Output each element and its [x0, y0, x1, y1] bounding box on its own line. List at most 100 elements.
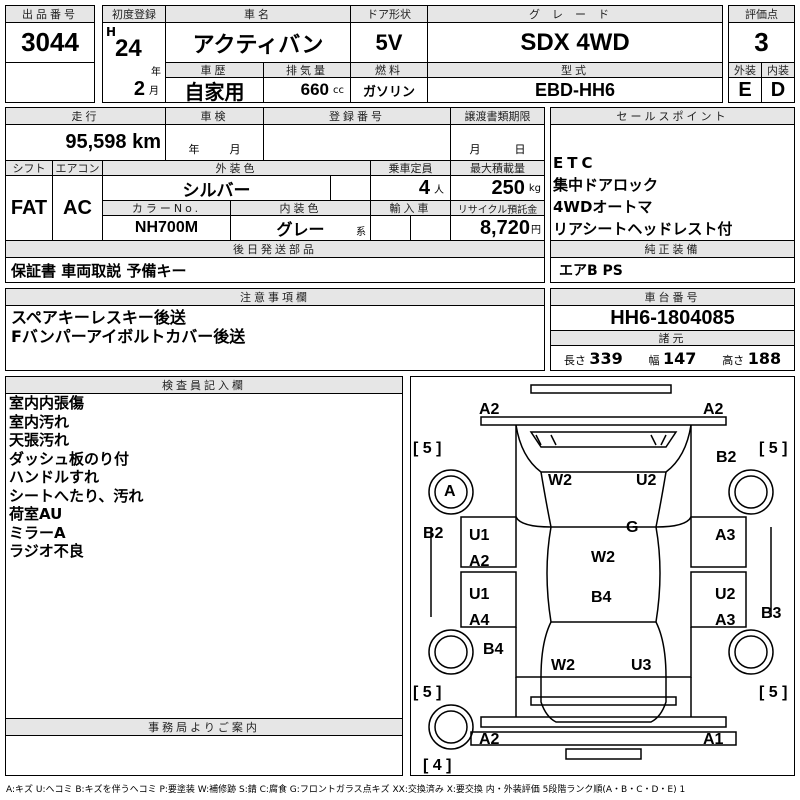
- month-unit: 月: [149, 86, 159, 97]
- inspector-item: 室内汚れ: [9, 412, 70, 431]
- ext-score: E: [728, 77, 762, 103]
- damage-mark: B2: [423, 525, 444, 542]
- recycle-value: 8,720: [479, 216, 530, 239]
- color-no-label: カラーNo.: [102, 200, 231, 216]
- capacity-value: 4: [418, 176, 430, 199]
- specs: 長さ 339 幅 147 高さ 188: [550, 345, 795, 371]
- damage-mark: U2: [715, 586, 736, 603]
- sales-points: ETC 集中ドアロック 4WDオートマ リアシートヘッドレスト付: [550, 124, 795, 241]
- import-cell-1: [370, 215, 411, 241]
- damage-mark: U2: [636, 472, 657, 489]
- fuel: ガソリン: [350, 77, 428, 103]
- width: 147: [663, 348, 697, 368]
- model: EBD-HH6: [427, 77, 723, 103]
- inspector-item: ミラーA: [9, 523, 66, 542]
- inspection: 年月: [165, 124, 264, 161]
- length: 339: [589, 348, 623, 368]
- tire-depth: [ 4 ]: [423, 757, 452, 774]
- notes: スペアキーレスキー後送 Fバンパーアイボルトカバー後送: [5, 305, 545, 371]
- damage-mark: W2: [591, 549, 615, 566]
- inspector-item: シートへたり、汚れ: [9, 486, 144, 505]
- color-no: NH700M: [102, 215, 231, 241]
- sales-point: リアシートヘッドレスト付: [553, 220, 733, 238]
- transfer-month: 月: [469, 143, 481, 156]
- damage-mark: A4: [469, 612, 490, 629]
- specs-label: 諸元: [550, 330, 795, 346]
- car-name-label: 車名: [165, 5, 351, 23]
- transfer-label: 譲渡書類期限: [450, 107, 545, 125]
- import-label: 輸入車: [370, 200, 451, 216]
- damage-mark: B2: [716, 449, 737, 466]
- reg-year: 24: [115, 35, 142, 62]
- shift: FAT: [5, 175, 53, 241]
- damage-mark: W2: [548, 472, 572, 489]
- inspector-notes: 室内内張傷 室内汚れ 天張汚れ ダッシュ板のり付 ハンドルすれ シートへたり、汚…: [5, 393, 403, 719]
- damage-mark: B4: [483, 641, 504, 658]
- inspector-item: 室内内張傷: [9, 394, 85, 412]
- year-unit: 年: [151, 67, 161, 78]
- damage-diagram: A2 A2 B2 A W2 U2 G B2 U1 A2 W2 A3 U1 A4 …: [410, 376, 795, 776]
- reg-month: 2: [133, 78, 145, 100]
- reg-no-label: 登録番号: [263, 107, 451, 125]
- legend: A:キズ U:ヘコミ B:キズを伴うヘコミ P:要塗装 W:補修跡 S:錆 C:…: [6, 785, 686, 795]
- inspection-label: 車検: [165, 107, 264, 125]
- shift-label: シフト: [5, 160, 53, 176]
- notes-label: 注意事項欄: [5, 288, 545, 306]
- max-load-value: 250: [491, 176, 525, 199]
- later-parts: 保証書 車両取説 予備キー: [5, 257, 545, 283]
- int-color-value: グレー: [276, 222, 325, 239]
- first-reg-year: H 24 年: [102, 22, 166, 78]
- ac: AC: [52, 175, 103, 241]
- height: 188: [747, 348, 782, 368]
- ext-color: シルバー: [102, 175, 331, 201]
- office-label: 事務局よりご案内: [5, 718, 403, 736]
- fuel-label: 燃料: [350, 62, 428, 78]
- chassis-number: HH6-1804085: [550, 305, 795, 331]
- int-color: グレー 系: [230, 215, 371, 241]
- office-notes: [5, 735, 403, 776]
- damage-mark: A1: [703, 731, 724, 748]
- first-reg-label: 初度登録: [102, 5, 166, 23]
- tire-depth: [ 5 ]: [413, 440, 442, 457]
- cc-unit: cc: [333, 84, 344, 96]
- score-label: 評価点: [728, 5, 795, 23]
- int-score-label: 内装: [761, 62, 795, 78]
- tire-depth: [ 5 ]: [759, 440, 788, 457]
- inspector-item: ハンドルすれ: [9, 468, 100, 486]
- inspector-label: 検査員記入欄: [5, 376, 403, 394]
- inspector-item: 天張汚れ: [9, 431, 70, 449]
- tire-depth: [ 5 ]: [759, 684, 788, 701]
- door-label: ドア形状: [350, 5, 428, 23]
- equipment-label: 純正装備: [550, 240, 795, 258]
- model-label: 型式: [427, 62, 723, 78]
- mileage: 95,598 km: [5, 124, 166, 161]
- lot-label: 出品番号: [5, 5, 95, 23]
- lot-number: 3044: [5, 22, 95, 63]
- ac-label: エアコン: [52, 160, 103, 176]
- sales-points-label: セールスポイント: [550, 107, 795, 125]
- import-cell-2: [410, 215, 451, 241]
- chassis-label: 車台番号: [550, 288, 795, 306]
- inspector-item: ラジオ不良: [9, 542, 84, 560]
- damage-mark: B3: [761, 605, 782, 622]
- ext-color-blank: [330, 175, 371, 201]
- kg-unit: kg: [528, 182, 541, 194]
- later-parts-label: 後日発送部品: [5, 240, 545, 258]
- inspector-item: ダッシュ板のり付: [9, 449, 130, 468]
- lot-blank: [5, 62, 95, 103]
- damage-mark: A3: [715, 527, 736, 544]
- damage-mark: U1: [469, 586, 490, 603]
- score: 3: [728, 22, 795, 63]
- int-color-unit: 系: [356, 227, 366, 238]
- history: 自家用: [165, 77, 264, 103]
- transfer: 月日: [450, 124, 545, 161]
- equipment: エアB PS: [550, 257, 795, 283]
- note-item: Fバンパーアイボルトカバー後送: [11, 326, 246, 346]
- insp-year: 年: [188, 143, 200, 156]
- capacity-label: 乗車定員: [370, 160, 451, 176]
- sales-point: 集中ドアロック: [553, 176, 659, 194]
